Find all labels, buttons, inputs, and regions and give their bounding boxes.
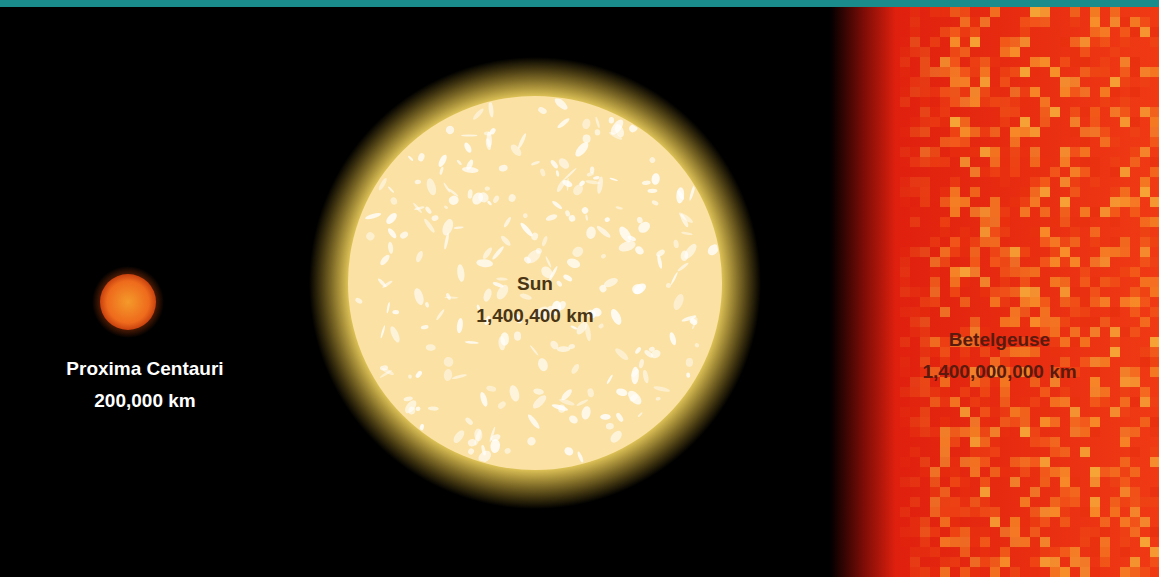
dwarf-star: Proxima Centauri200,000 km [40,270,250,420]
star-diameter: 200,000 km [40,385,250,417]
star-labels: Sun1,400,400 km [348,268,722,332]
sun-star: Sun1,400,400 km [348,96,722,470]
star-labels: Proxima Centauri200,000 km [40,353,250,417]
star-name: Proxima Centauri [40,353,250,385]
star-disc [100,274,156,330]
sun-glow [309,57,761,509]
top-bar [0,0,1159,7]
star-name: Sun [348,268,722,300]
star-diameter: 1,400,000,000 km [810,356,1159,388]
star-labels: Betelgeuse1,400,000,000 km [810,324,1159,388]
sun-disc [348,96,722,470]
giant-texture [900,7,1159,577]
star-diameter: 1,400,400 km [348,300,722,332]
giant-surface [830,7,1159,577]
star-glow [92,266,164,338]
star-name: Betelgeuse [810,324,1159,356]
giant-star: Betelgeuse1,400,000,000 km [830,7,1159,577]
giant-star-outline [830,7,1159,577]
